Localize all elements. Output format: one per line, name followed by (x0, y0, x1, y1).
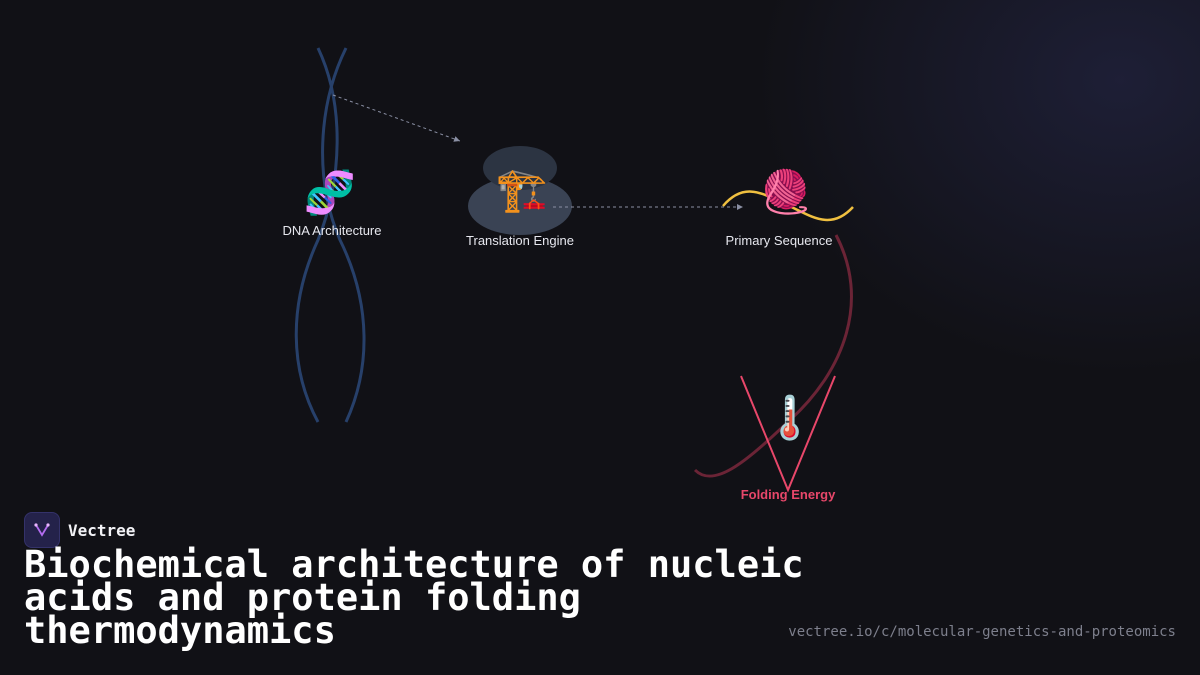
node-label-dna: DNA Architecture (282, 223, 382, 238)
thermometer-icon: 🌡️ (763, 393, 817, 442)
brand: Vectree (24, 512, 135, 548)
source-url: vectree.io/c/molecular-genetics-and-prot… (788, 624, 1176, 640)
dna-helix-decoration (294, 47, 366, 423)
vectree-logo-icon (24, 512, 60, 548)
node-label-folding: Folding Energy (740, 487, 836, 502)
edge-dna-to-translation (332, 94, 461, 142)
energy-funnel (740, 375, 836, 493)
page-title: Biochemical architecture of nucleic acid… (24, 543, 804, 652)
node-label-sequence: Primary Sequence (725, 233, 833, 248)
ribosome-shape (468, 146, 572, 235)
brand-name: Vectree (68, 520, 136, 540)
node-label-translation: Translation Engine (466, 233, 574, 248)
crane-icon: 🏗️ (495, 165, 549, 214)
edge-sequence-to-folding (693, 234, 853, 478)
dna-icon: 🧬 (303, 168, 357, 217)
yarn-ball-icon: 🧶 (759, 167, 813, 216)
sequence-wave (722, 190, 854, 222)
